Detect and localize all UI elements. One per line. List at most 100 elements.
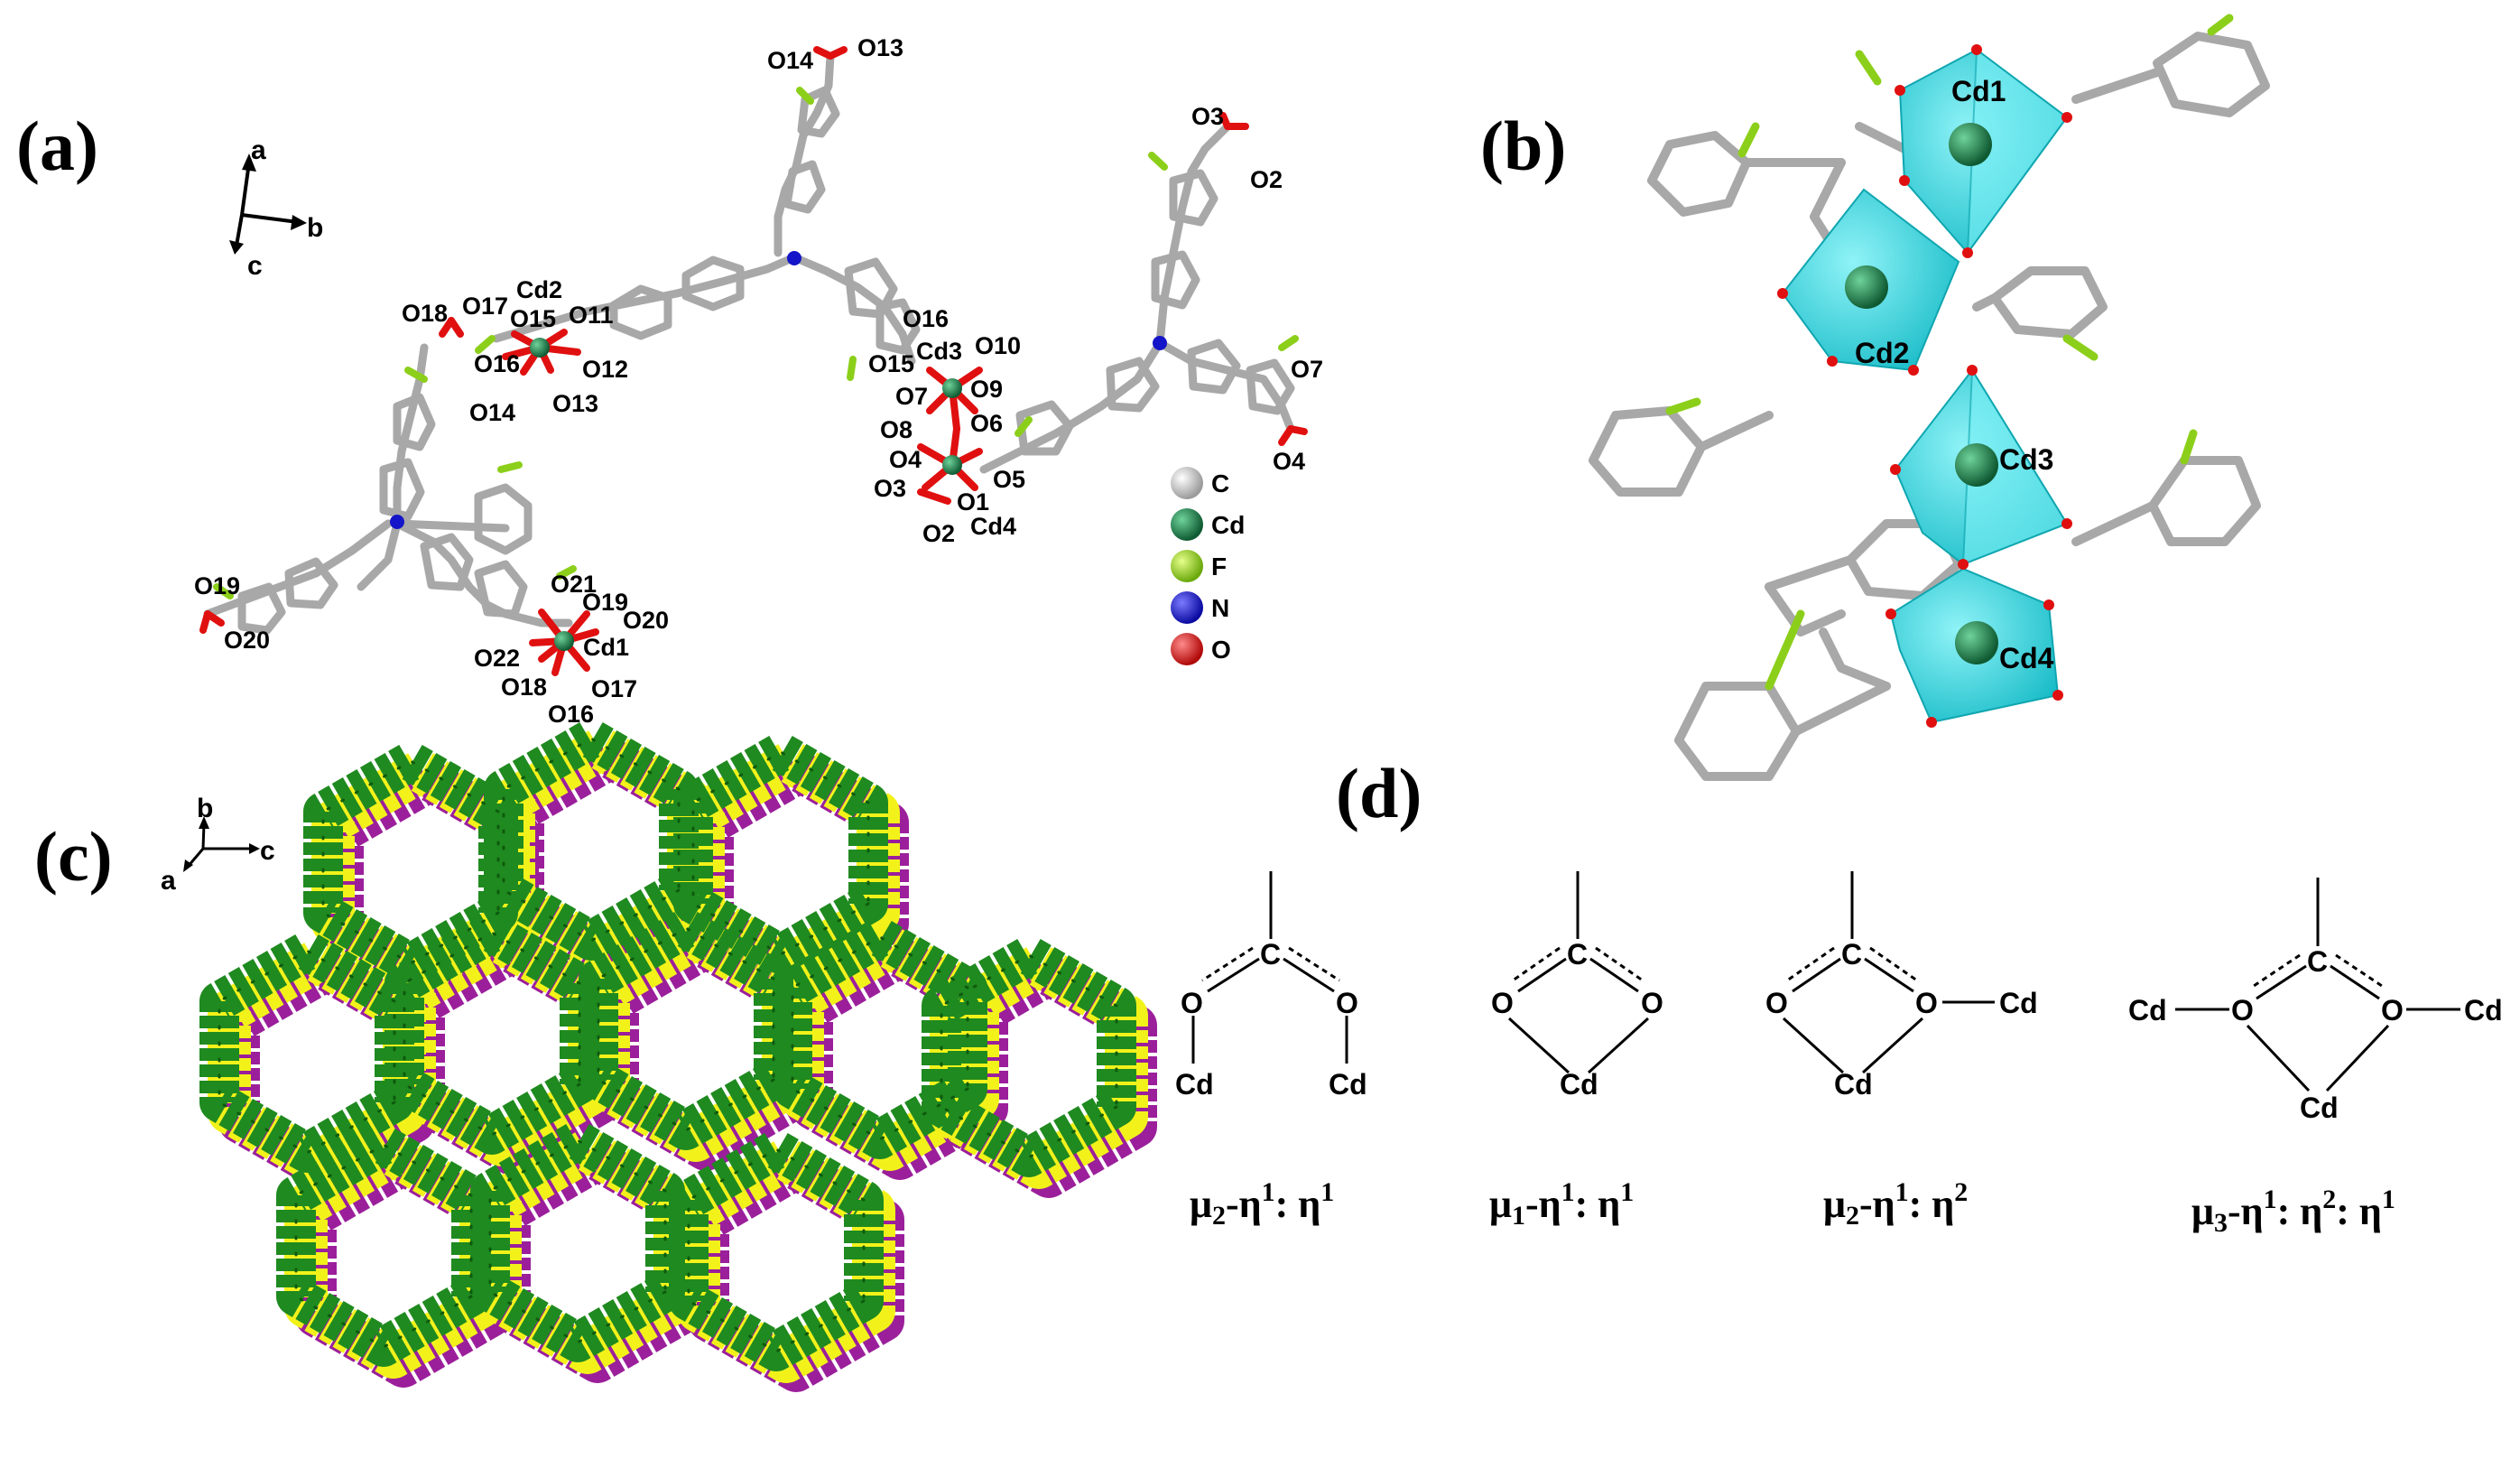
mode3-o-right: O <box>1915 987 1938 1019</box>
atom-label: O4 <box>889 446 922 473</box>
atom-label: O14 <box>469 399 515 426</box>
atom-label: O15 <box>868 350 914 377</box>
panel-c-label: (c) <box>34 817 113 896</box>
honeycomb-framework <box>199 719 1157 1392</box>
mode1-o-right: O <box>1336 987 1358 1019</box>
mode3-c: C <box>1841 938 1862 971</box>
atom-label: O7 <box>895 383 928 410</box>
cd-spheres <box>1845 123 1998 664</box>
ligand-skeleton <box>203 51 1295 635</box>
axis-triad-c: b c a <box>161 794 275 896</box>
mode3-cd-bottom: Cd <box>1834 1068 1873 1101</box>
atom-label: O6 <box>970 410 1003 437</box>
mode4-o-left: O <box>2231 994 2254 1027</box>
atom-label: Cd2 <box>516 276 562 303</box>
atom-label: O10 <box>975 332 1021 359</box>
axis-label-b: b <box>307 213 323 243</box>
axis-label-a: a <box>161 866 176 896</box>
coord-mode-4: C O O Cd Cd Cd μ3-η1: η2: η1 <box>2128 878 2503 1238</box>
mode2-o-left: O <box>1491 987 1514 1019</box>
atom-label: O3 <box>1191 103 1224 130</box>
atom-label: O17 <box>462 293 508 320</box>
atom-label: O5 <box>993 466 1025 493</box>
coord-mode-3: C O O Cd Cd μ2-η1: η2 <box>1765 871 2038 1231</box>
axis-label-b: b <box>197 794 213 823</box>
cd-clusters-a <box>199 46 1308 676</box>
atom-label: O21 <box>551 571 597 598</box>
coord-mode-1: C O O Cd Cd μ2-η1: η1 <box>1175 871 1367 1231</box>
atom-label: O20 <box>623 607 669 634</box>
atom-label: O22 <box>474 645 520 672</box>
atom-label: O3 <box>874 475 906 502</box>
axis-label-c: c <box>247 251 263 281</box>
panel-c: (c) b c a <box>34 719 1157 1392</box>
mode2-cd-bottom: Cd <box>1560 1068 1598 1101</box>
panel-a-label: (a) <box>16 107 98 185</box>
atom-label: O7 <box>1291 356 1323 383</box>
atom-label: O16 <box>903 305 949 332</box>
atom-label: Cd4 <box>970 513 1016 540</box>
panel-d: (d) C O O Cd Cd μ2-η1: η1 C <box>1175 754 2503 1238</box>
atom-label: O9 <box>970 376 1003 403</box>
legend-label-cd: Cd <box>1211 511 1245 539</box>
legend-swatch-n <box>1171 591 1203 624</box>
axis-label-c: c <box>260 836 275 866</box>
panel-b-fluorines <box>1665 14 2234 691</box>
axis-label-a: a <box>251 135 266 165</box>
legend-label-o: O <box>1211 636 1231 664</box>
mode4-o-right: O <box>2381 994 2404 1027</box>
mode2-label: μ1-η1: η1 <box>1489 1177 1634 1231</box>
atom-label: O8 <box>880 416 913 443</box>
mode1-c: C <box>1260 938 1281 971</box>
atom-label: O13 <box>552 390 598 417</box>
mode4-label: μ3-η1: η2: η1 <box>2191 1185 2395 1238</box>
panel-a: (a) a b c <box>16 34 1323 728</box>
atom-label: O16 <box>474 350 520 377</box>
axis-triad-a: a b c <box>229 135 323 281</box>
mode4-cd-left: Cd <box>2128 994 2167 1027</box>
atom-label: O16 <box>548 701 594 728</box>
legend-label-f: F <box>1211 553 1227 581</box>
mode4-c: C <box>2307 945 2328 978</box>
atom-label: O15 <box>510 305 556 332</box>
mode2-c: C <box>1567 938 1588 971</box>
panel-b: (b) <box>1480 14 2270 781</box>
atom-label: O18 <box>402 300 448 327</box>
atom-label: Cd3 <box>916 338 962 365</box>
atom-label: O20 <box>224 627 270 654</box>
mode1-cd-right: Cd <box>1329 1068 1367 1101</box>
nitrogen-atoms <box>390 251 1167 529</box>
atom-label: O17 <box>591 675 637 702</box>
atom-labels-a: O14 O13 O3 O2 O18 O17 Cd2 O11 O15 O16 O1… <box>194 34 1323 728</box>
atom-label: O11 <box>569 302 614 329</box>
legend-swatch-cd <box>1171 508 1203 541</box>
legend-label-c: C <box>1211 469 1229 497</box>
mode4-cd-bottom: Cd <box>2300 1092 2339 1124</box>
atom-label: O14 <box>767 47 813 74</box>
atom-label: O18 <box>501 674 547 701</box>
atom-label: O4 <box>1273 448 1305 475</box>
mode1-label: μ2-η1: η1 <box>1190 1177 1334 1231</box>
atom-label: O19 <box>582 589 628 616</box>
atom-label: O12 <box>582 356 628 383</box>
panel-b-labels: Cd1 Cd2 Cd3 Cd4 <box>1855 75 2054 674</box>
atom-label: O1 <box>957 488 989 516</box>
cd3-label: Cd3 <box>1999 443 2053 476</box>
panel-b-oxygens <box>1777 44 2072 728</box>
mode1-cd-left: Cd <box>1175 1068 1214 1101</box>
mode3-cd-right: Cd <box>1999 987 2038 1019</box>
mode3-o-left: O <box>1765 987 1788 1019</box>
panel-d-label: (d) <box>1336 754 1422 832</box>
mode1-o-left: O <box>1181 987 1203 1019</box>
coord-mode-2: C O O Cd μ1-η1: η1 <box>1489 871 1663 1231</box>
cd1-label: Cd1 <box>1951 75 2006 107</box>
fluorine-atoms <box>213 87 1299 599</box>
panel-b-label: (b) <box>1480 107 1566 185</box>
atom-label: O19 <box>194 572 240 599</box>
atom-label: O13 <box>857 34 903 61</box>
mode2-o-right: O <box>1641 987 1663 1019</box>
cd4-label: Cd4 <box>1999 642 2054 674</box>
mode3-label: μ2-η1: η2 <box>1823 1177 1968 1231</box>
